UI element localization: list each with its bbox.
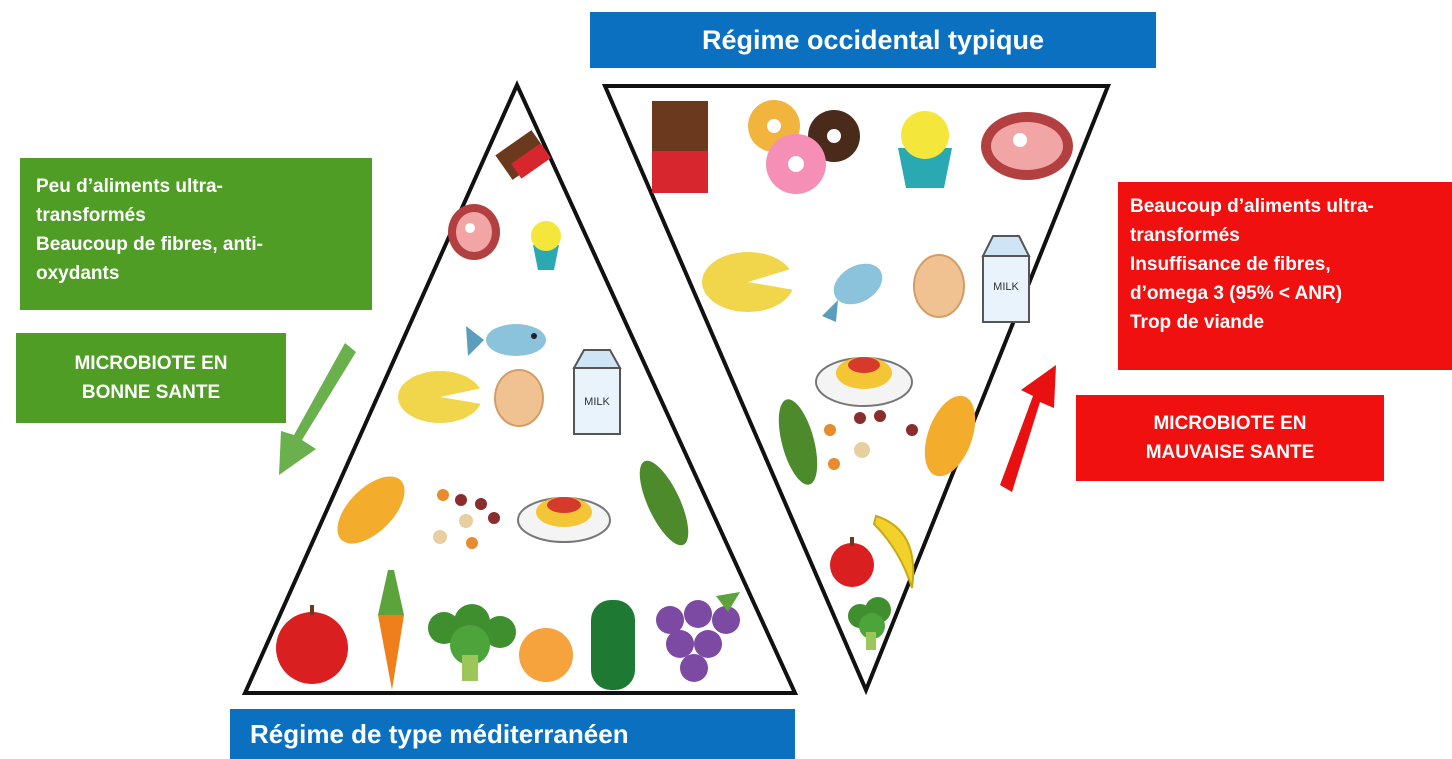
- orange-icon: [519, 628, 573, 682]
- red-up-arrow: [1000, 365, 1056, 492]
- milk-label: MILK: [584, 396, 610, 408]
- info-line: transformés: [36, 201, 358, 230]
- steak-icon: [981, 112, 1073, 180]
- info-line: Beaucoup d’aliments ultra-: [1130, 192, 1440, 221]
- egg-icon: [495, 370, 543, 426]
- steak-icon: [448, 204, 500, 260]
- info-line: Beaucoup de fibres, anti-: [36, 230, 358, 259]
- western-diet-title-text: Régime occidental typique: [702, 25, 1044, 56]
- info-line: oxydants: [36, 259, 358, 288]
- milk-icon: MILK: [574, 350, 620, 434]
- milk-icon: MILK: [983, 236, 1029, 322]
- mediterranean-diet-title: Régime de type méditerranéen: [230, 709, 795, 759]
- info-line: Peu d’aliments ultra-: [36, 172, 358, 201]
- cheese-icon: [702, 252, 794, 312]
- chocolate-icon: [652, 101, 708, 193]
- cupcake-icon: [898, 111, 952, 188]
- cheese-icon: [398, 371, 482, 423]
- info-line: d’omega 3 (95% < ANR): [1130, 279, 1440, 308]
- state-line: BONNE SANTE: [82, 378, 220, 407]
- state-line: MAUVAISE SANTE: [1146, 438, 1315, 467]
- green-down-arrow: [279, 343, 356, 475]
- mediterranean-info-box: Peu d’aliments ultra- transformés Beauco…: [20, 158, 372, 310]
- info-line: Trop de viande: [1130, 308, 1440, 337]
- state-line: MICROBIOTE EN: [74, 349, 227, 378]
- unhealthy-microbiota-box: MICROBIOTE EN MAUVAISE SANTE: [1076, 395, 1384, 481]
- egg-icon: [914, 255, 964, 317]
- info-line: Insuffisance de fibres,: [1130, 250, 1440, 279]
- milk-label: MILK: [993, 281, 1019, 293]
- healthy-microbiota-box: MICROBIOTE EN BONNE SANTE: [16, 333, 286, 423]
- western-diet-title: Régime occidental typique: [590, 12, 1156, 68]
- spaghetti-icon: [518, 497, 610, 542]
- zucchini-icon: [591, 600, 635, 690]
- western-info-box: Beaucoup d’aliments ultra- transformés I…: [1118, 182, 1452, 370]
- spaghetti-icon: [816, 357, 912, 406]
- info-line: transformés: [1130, 221, 1440, 250]
- mediterranean-diet-title-text: Régime de type méditerranéen: [250, 719, 629, 750]
- state-line: MICROBIOTE EN: [1153, 409, 1306, 438]
